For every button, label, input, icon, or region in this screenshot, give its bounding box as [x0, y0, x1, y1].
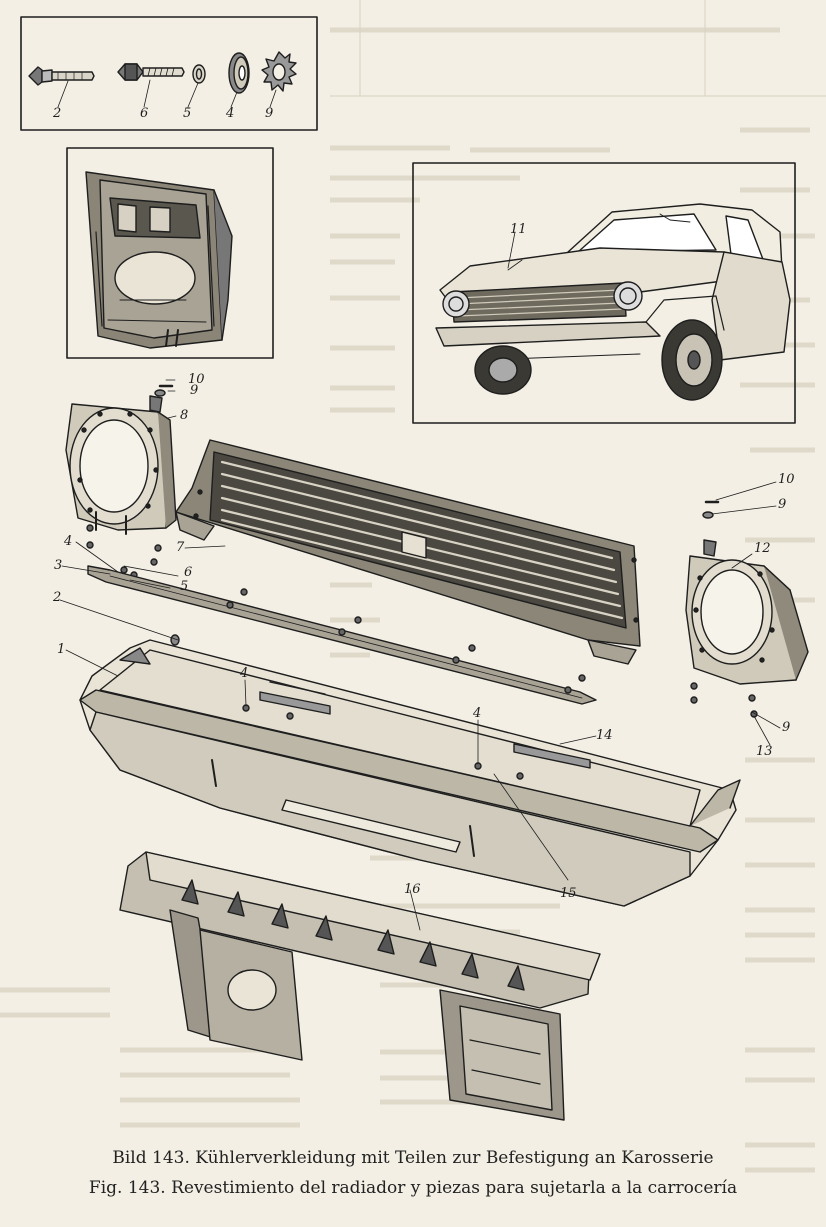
callout-3: 3 — [54, 558, 63, 573]
inset-label-spring-washer: 5 — [183, 106, 192, 121]
callout-9-right: 9 — [778, 497, 787, 512]
callout-10-left: 10 — [188, 372, 205, 387]
callout-9-lower-right: 9 — [782, 720, 791, 735]
callout-6: 6 — [184, 565, 193, 580]
clip-pins-on-strip — [170, 588, 586, 694]
callout-2: 2 — [53, 590, 62, 605]
screws-near-right-housing — [690, 500, 758, 718]
toothed-washer-drawing — [261, 51, 297, 92]
callout-1: 1 — [57, 642, 66, 657]
callout-4-left: 4 — [64, 534, 73, 549]
callout-12: 12 — [754, 541, 771, 556]
radiator-grille — [175, 439, 641, 665]
callout-16: 16 — [404, 882, 421, 897]
callout-5: 5 — [180, 579, 189, 594]
bumper — [79, 639, 741, 907]
callout-4-mid: 4 — [240, 666, 249, 681]
callout-13: 13 — [756, 744, 773, 759]
inset-label-clip-pin: 2 — [53, 106, 62, 121]
leader-lines — [59, 231, 781, 931]
bolt-drawing — [117, 63, 185, 81]
front-crossmember — [119, 851, 601, 1121]
headlamp-housing-inset — [66, 147, 274, 359]
callout-7: 7 — [176, 540, 185, 555]
left-headlamp-housing — [65, 395, 177, 535]
fasteners-inset — [20, 16, 318, 131]
callout-9-left: 9 — [190, 383, 199, 398]
callout-15: 15 — [560, 886, 577, 901]
inset-label-toothed-washer: 9 — [265, 106, 274, 121]
callout-4-right: 4 — [473, 706, 482, 721]
inset-label-bolt: 6 — [140, 106, 149, 121]
car-front-inset — [412, 162, 796, 424]
callout-8: 8 — [180, 408, 189, 423]
flat-washer-drawing — [228, 52, 250, 94]
callout-14: 14 — [596, 728, 613, 743]
screws-near-left-housing — [86, 384, 174, 579]
caption-spanish: Fig. 143. Revestimiento del radiador y p… — [88, 1178, 738, 1198]
right-headlamp-housing — [685, 539, 809, 685]
caption-german: Bild 143. Kühlerverkleidung mit Teilen z… — [112, 1148, 714, 1168]
callout-11: 11 — [510, 222, 527, 237]
inset-label-flat-washer: 4 — [226, 106, 235, 121]
spring-washer-drawing — [192, 64, 206, 84]
callout-10-right: 10 — [778, 472, 795, 487]
clip-pin-drawing — [28, 66, 95, 86]
